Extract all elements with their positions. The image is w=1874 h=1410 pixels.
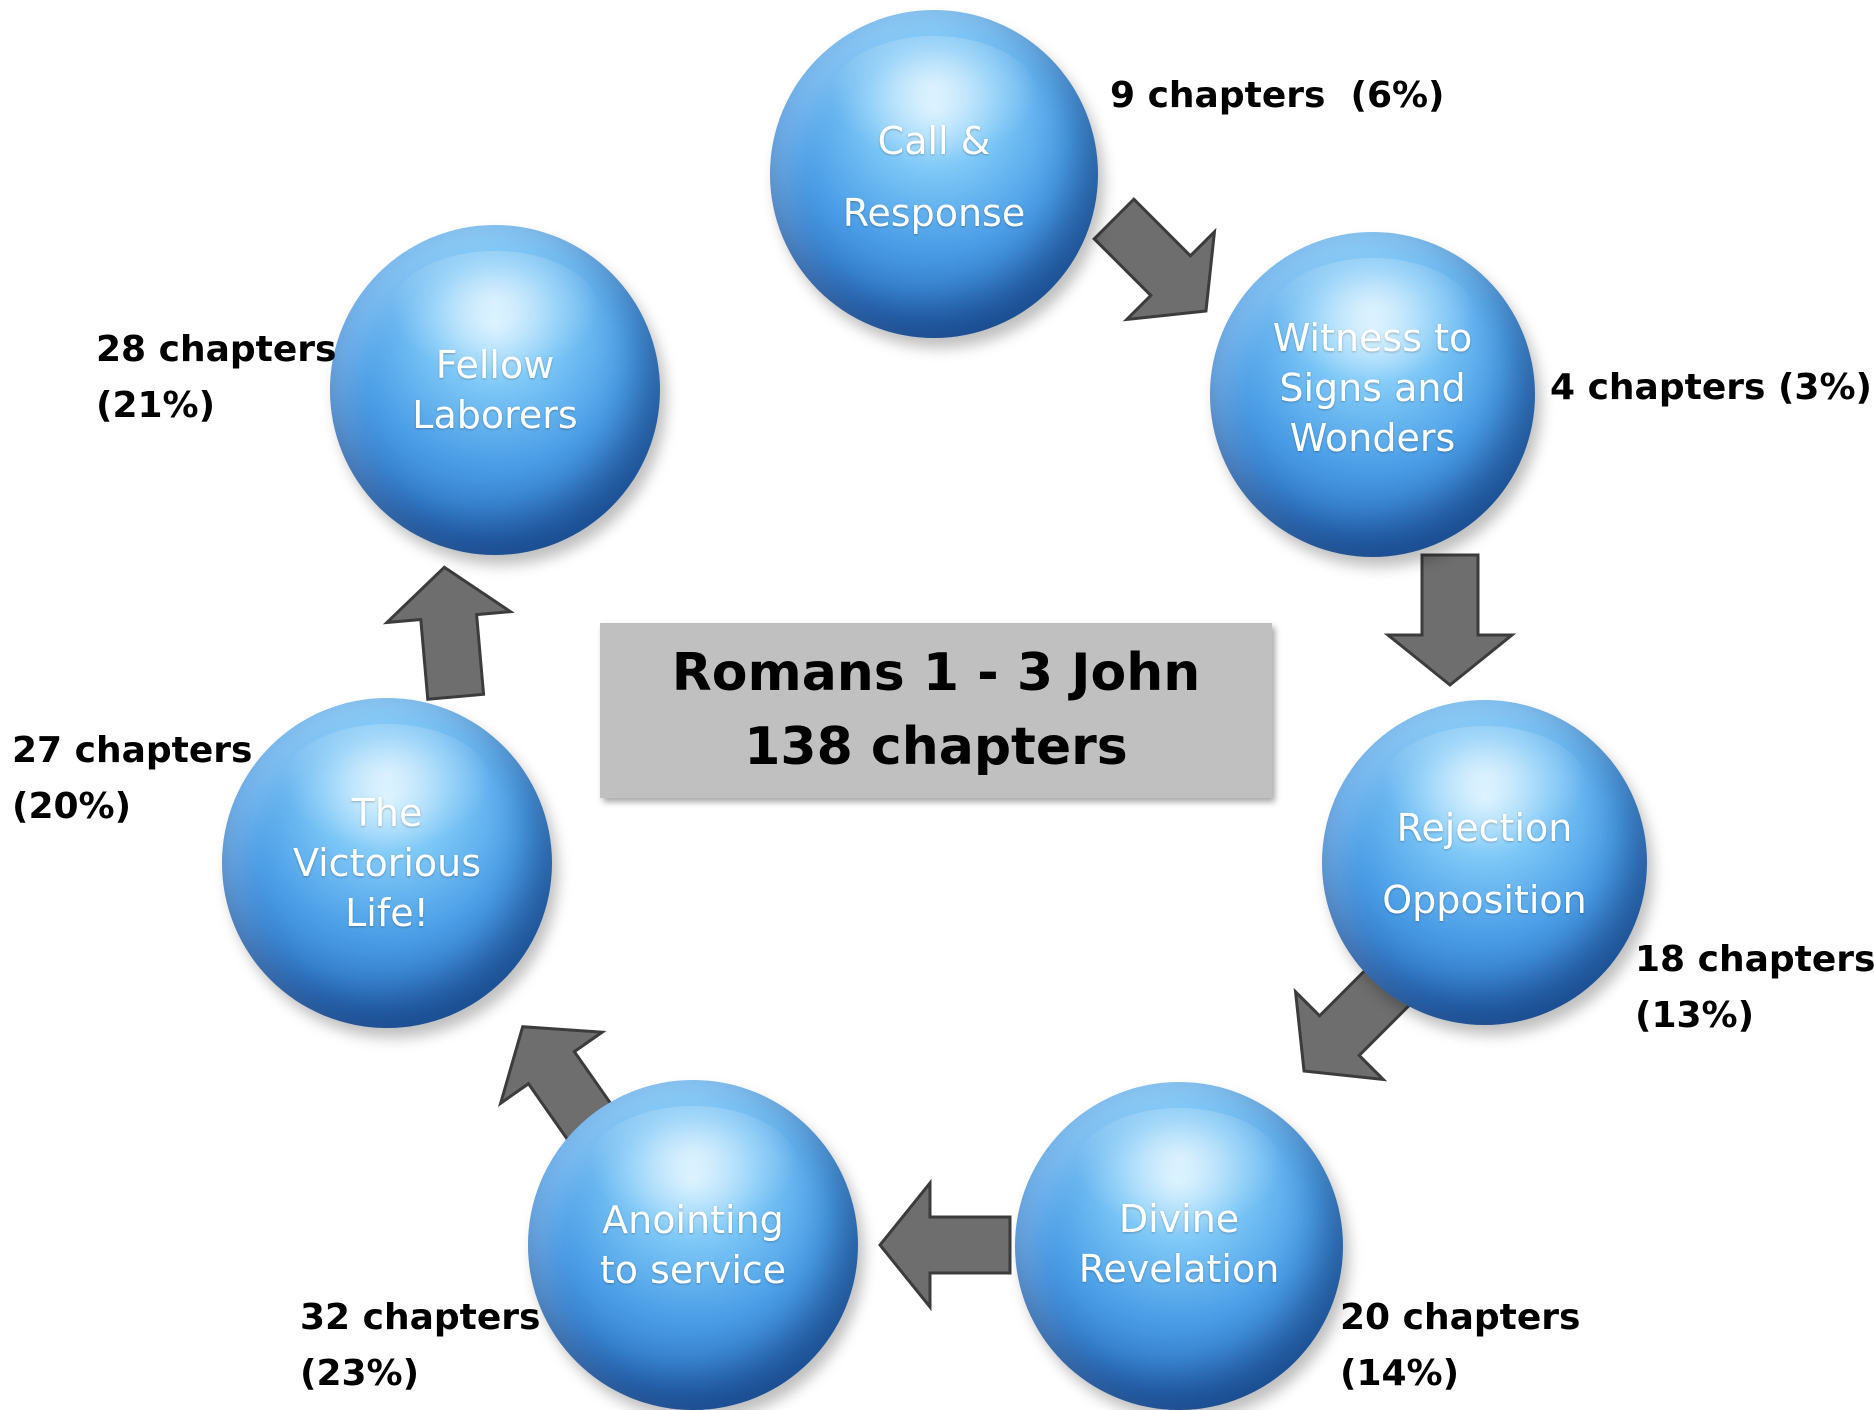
stat-line: 27 chapters	[12, 730, 253, 771]
stat-line: (20%)	[12, 786, 132, 827]
stage-label-line: Victorious	[292, 841, 482, 885]
stage-label-line: Witness to	[1272, 316, 1473, 360]
stat-line: 4 chapters (3%)	[1550, 367, 1872, 408]
stage-label-line: Laborers	[412, 393, 578, 437]
stage-sphere-victorious-life: The Victorious Life!	[222, 698, 552, 1028]
stage-label-line: Revelation	[1078, 1247, 1280, 1291]
stage-sphere-divine-revelation: Divine Revelation	[1015, 1082, 1343, 1410]
stage-label-line: Anointing	[602, 1198, 784, 1242]
arrow-1-to-2	[1092, 197, 1217, 322]
arrow-6-to-7	[382, 565, 515, 701]
stage-sphere-call-response: Call & Response	[770, 10, 1098, 338]
stat-line: 28 chapters	[96, 329, 337, 370]
stage-label-line: Signs and	[1279, 366, 1466, 410]
stat-line: (23%)	[300, 1353, 420, 1394]
stage-label-line: Divine	[1118, 1197, 1240, 1241]
stage-stat-call-response: 9 chapters (6%)	[1110, 68, 1445, 124]
stage-label: Divine Revelation	[1015, 1194, 1343, 1294]
stage-label-line: Opposition	[1382, 878, 1587, 922]
stage-stat-divine-revelation: 20 chapters (14%)	[1340, 1290, 1580, 1402]
stage-stat-fellow-laborers: 28 chapters (21%)	[96, 322, 336, 434]
stage-sphere-rejection: Rejection Opposition	[1322, 700, 1647, 1025]
stat-line: (13%)	[1635, 995, 1755, 1036]
arrow-2-to-3	[1383, 553, 1517, 687]
stage-label-line: Call &	[877, 119, 991, 163]
center-total: 138 chapters	[744, 717, 1128, 777]
stage-label: Anointing to service	[528, 1195, 858, 1295]
stat-line: 9 chapters (6%)	[1110, 75, 1445, 116]
stat-line: 18 chapters	[1635, 939, 1874, 980]
stage-sphere-anointing: Anointing to service	[528, 1080, 858, 1410]
stat-line: 32 chapters	[300, 1297, 541, 1338]
stage-label-line: to service	[599, 1248, 787, 1292]
stage-label-line: The	[351, 791, 423, 835]
stage-label-line: Fellow	[435, 343, 555, 387]
stage-stat-victorious-life: 27 chapters (20%)	[12, 723, 252, 835]
stage-stat-witness: 4 chapters (3%)	[1550, 360, 1872, 416]
center-summary-box: Romans 1 - 3 John 138 chapters	[600, 623, 1272, 798]
arrow-4-to-5	[878, 1178, 1012, 1312]
stage-label: Rejection Opposition	[1322, 803, 1647, 925]
stage-label-line: Life!	[345, 891, 429, 935]
stage-label: Witness to Signs and Wonders	[1210, 313, 1535, 463]
stat-line: 20 chapters	[1340, 1297, 1581, 1338]
stage-sphere-witness: Witness to Signs and Wonders	[1210, 232, 1535, 557]
stage-label-line: Wonders	[1289, 416, 1456, 460]
center-title: Romans 1 - 3 John	[671, 643, 1201, 703]
stage-label: The Victorious Life!	[222, 788, 552, 938]
stage-label-line: Rejection	[1396, 806, 1573, 850]
stage-label: Fellow Laborers	[330, 340, 660, 440]
stage-label-line: Response	[842, 191, 1026, 235]
stage-stat-anointing: 32 chapters (23%)	[300, 1290, 540, 1402]
stage-sphere-fellow-laborers: Fellow Laborers	[330, 225, 660, 555]
stage-label: Call & Response	[770, 116, 1098, 238]
stage-stat-rejection: 18 chapters (13%)	[1635, 932, 1874, 1044]
stat-line: (21%)	[96, 385, 216, 426]
stat-line: (14%)	[1340, 1353, 1460, 1394]
